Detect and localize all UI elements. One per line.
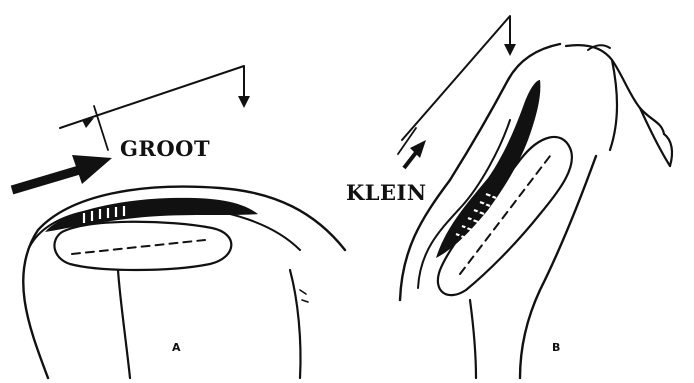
panel-b: KLEIN B <box>346 16 672 378</box>
panel-b-lower-contour <box>470 300 476 378</box>
panel-a-lever-hook-arrow <box>238 96 250 108</box>
panel-a-small-mark <box>300 290 308 302</box>
panel-a-lower-left-contour <box>118 270 130 378</box>
panel-b-arm-lower <box>640 108 670 166</box>
panel-a-dashed-axis <box>72 240 205 254</box>
panel-b-arm-upper <box>610 60 617 150</box>
panel-b-letter: B <box>552 341 560 354</box>
panel-a-lever-line <box>60 66 244 128</box>
panel-a: GROOT A <box>12 66 345 378</box>
panel-b-lever-line <box>402 16 510 140</box>
large-force-arrow <box>12 155 112 190</box>
panel-b-lever-hook-arrow <box>504 44 516 56</box>
panel-a-letter: A <box>172 341 181 354</box>
panel-a-lower-contour <box>290 270 301 378</box>
label-groot: GROOT <box>120 136 210 161</box>
small-force-arrow <box>404 140 426 168</box>
label-klein: KLEIN <box>346 180 427 205</box>
